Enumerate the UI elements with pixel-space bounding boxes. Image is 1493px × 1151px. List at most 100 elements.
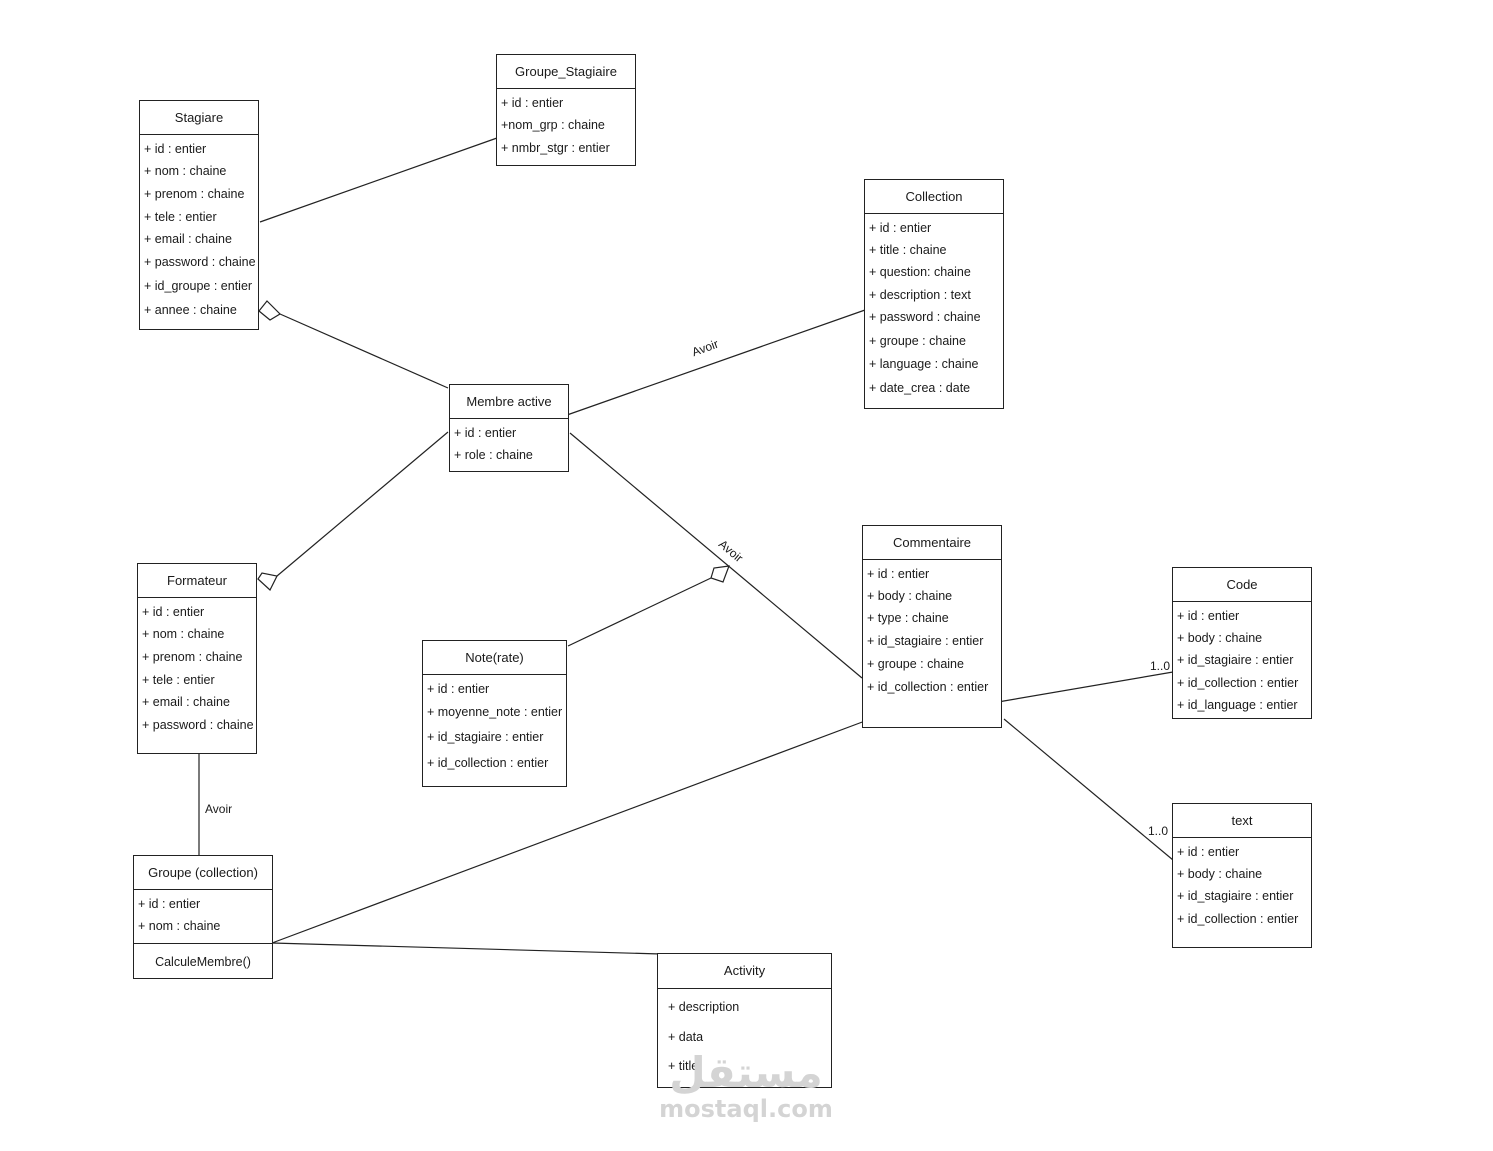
attribute: + prenom : chaine bbox=[142, 650, 243, 664]
attribute: + body : chaine bbox=[1177, 867, 1263, 881]
link-commentaire-text bbox=[1003, 718, 1174, 861]
attribute: + id_collection : entier bbox=[867, 680, 989, 694]
attribute: + id_stagiaire : entier bbox=[1177, 889, 1294, 903]
attribute: + id : entier bbox=[1177, 609, 1240, 623]
class-formateur[interactable]: Formateur + id : entier + nom : chaine +… bbox=[137, 563, 257, 754]
attribute: + description : text bbox=[869, 288, 971, 302]
attribute: + email : chaine bbox=[144, 232, 232, 246]
attribute: + data bbox=[668, 1030, 704, 1044]
attribute: + language : chaine bbox=[869, 357, 979, 371]
class-title: text bbox=[1173, 804, 1311, 838]
class-title: Commentaire bbox=[863, 526, 1001, 560]
class-title: Formateur bbox=[138, 564, 256, 598]
label-avoir-formateur: Avoir bbox=[205, 802, 233, 816]
class-title: Groupe_Stagiaire bbox=[497, 55, 635, 89]
aggregation-diamond-note bbox=[710, 565, 730, 583]
label-multiplicity-text: 1..0 bbox=[1148, 824, 1169, 838]
class-code[interactable]: Code + id : entier + body : chaine + id_… bbox=[1172, 567, 1312, 719]
class-note-rate[interactable]: Note(rate) + id : entier + moyenne_note … bbox=[422, 640, 567, 787]
attribute: + body : chaine bbox=[867, 589, 953, 603]
attribute: + moyenne_note : entier bbox=[427, 705, 563, 719]
aggregation-diamond-stagiare bbox=[258, 300, 281, 321]
label-multiplicity-code: 1..0 bbox=[1150, 659, 1171, 673]
class-attributes: + id : entier + nom : chaine + prenom : … bbox=[140, 135, 258, 322]
link-note-membre-commentaire bbox=[567, 577, 712, 647]
attribute: + nom : chaine bbox=[142, 627, 225, 641]
attribute: + id : entier bbox=[501, 96, 564, 110]
class-title: Code bbox=[1173, 568, 1311, 602]
class-attributes: + id : entier + body : chaine + id_stagi… bbox=[1173, 838, 1311, 930]
attribute: + annee : chaine bbox=[144, 303, 237, 317]
attribute: + title : chaine bbox=[869, 243, 947, 257]
aggregation-diamond-formateur bbox=[257, 572, 278, 591]
attribute: + id : entier bbox=[144, 142, 207, 156]
class-activity[interactable]: Activity + description + data + title bbox=[657, 953, 832, 1088]
attribute: + id : entier bbox=[1177, 845, 1240, 859]
attribute: + id : entier bbox=[454, 426, 517, 440]
attribute: +nom_grp : chaine bbox=[501, 118, 605, 132]
attribute: + id : entier bbox=[138, 897, 201, 911]
attribute: + title bbox=[668, 1059, 699, 1073]
attribute: + id_collection : entier bbox=[427, 756, 549, 770]
class-stagiare[interactable]: Stagiare + id : entier + nom : chaine + … bbox=[139, 100, 259, 330]
class-attributes: + id : entier + title : chaine + questio… bbox=[865, 214, 1003, 400]
class-title: Stagiare bbox=[140, 101, 258, 135]
link-formateur-membre-active bbox=[276, 431, 449, 577]
attribute: + body : chaine bbox=[1177, 631, 1263, 645]
attribute: + groupe : chaine bbox=[869, 334, 966, 348]
attribute: + nom : chaine bbox=[144, 164, 227, 178]
class-title: Note(rate) bbox=[423, 641, 566, 675]
class-attributes: + id : entier + body : chaine + id_stagi… bbox=[1173, 602, 1311, 716]
attribute: + id_collection : entier bbox=[1177, 676, 1299, 690]
watermark-logo: مستقل mostaql.com bbox=[655, 1048, 837, 1123]
link-groupe-collection-activity bbox=[271, 942, 662, 955]
attribute: + id : entier bbox=[427, 682, 490, 696]
class-attributes: + id : entier + moyenne_note : entier + … bbox=[423, 675, 566, 776]
attribute: + id : entier bbox=[867, 567, 930, 581]
attribute: + id_groupe : entier bbox=[144, 279, 253, 293]
attribute: + groupe : chaine bbox=[867, 657, 964, 671]
class-operations: CalculeMembre() bbox=[134, 943, 272, 980]
class-title: Collection bbox=[865, 180, 1003, 214]
attribute: + email : chaine bbox=[142, 695, 230, 709]
class-title: Groupe (collection) bbox=[134, 856, 272, 890]
class-attributes: + id : entier +nom_grp : chaine + nmbr_s… bbox=[497, 89, 635, 159]
attribute: + id_stagiaire : entier bbox=[1177, 653, 1294, 667]
link-stagiare-groupe-stagiaire bbox=[259, 137, 498, 223]
link-commentaire-code bbox=[997, 671, 1174, 703]
operation: CalculeMembre() bbox=[155, 955, 251, 969]
class-title: Membre active bbox=[450, 385, 568, 419]
attribute: + password : chaine bbox=[142, 718, 254, 732]
attribute: + tele : entier bbox=[144, 210, 217, 224]
attribute: + id_stagiaire : entier bbox=[427, 730, 544, 744]
attribute: + description bbox=[668, 1000, 740, 1014]
class-attributes: + id : entier + role : chaine bbox=[450, 419, 568, 466]
attribute: + nmbr_stgr : entier bbox=[501, 141, 610, 155]
watermark-text: mostaql.com bbox=[659, 1095, 833, 1123]
class-attributes: + id : entier + body : chaine + type : c… bbox=[863, 560, 1001, 699]
attribute: + prenom : chaine bbox=[144, 187, 245, 201]
class-attributes: + description + data + title bbox=[658, 989, 831, 1081]
attribute: + password : chaine bbox=[869, 310, 981, 324]
attribute: + id_language : entier bbox=[1177, 698, 1298, 712]
class-title: Activity bbox=[658, 954, 831, 989]
attribute: + date_crea : date bbox=[869, 381, 971, 395]
attribute: + id_collection : entier bbox=[1177, 912, 1299, 926]
class-collection[interactable]: Collection + id : entier + title : chain… bbox=[864, 179, 1004, 409]
attribute: + id_stagiaire : entier bbox=[867, 634, 984, 648]
link-membre-active-collection bbox=[566, 309, 866, 416]
class-commentaire[interactable]: Commentaire + id : entier + body : chain… bbox=[862, 525, 1002, 728]
class-membre-active[interactable]: Membre active + id : entier + role : cha… bbox=[449, 384, 569, 472]
link-membre-active-commentaire bbox=[569, 432, 863, 679]
link-groupe-collection-commentaire bbox=[271, 720, 866, 944]
attribute: + question: chaine bbox=[869, 265, 971, 279]
attribute: + password : chaine bbox=[144, 255, 256, 269]
watermark-logo-glyph: مستقل bbox=[669, 1048, 823, 1097]
class-text[interactable]: text + id : entier + body : chaine + id_… bbox=[1172, 803, 1312, 948]
class-groupe-collection[interactable]: Groupe (collection) + id : entier + nom … bbox=[133, 855, 273, 979]
link-stagiare-membre-active bbox=[279, 313, 449, 389]
attribute: + nom : chaine bbox=[138, 919, 221, 933]
class-attributes: + id : entier + nom : chaine bbox=[134, 890, 272, 943]
attribute: + role : chaine bbox=[454, 448, 533, 462]
class-groupe-stagiaire[interactable]: Groupe_Stagiaire + id : entier +nom_grp … bbox=[496, 54, 636, 166]
